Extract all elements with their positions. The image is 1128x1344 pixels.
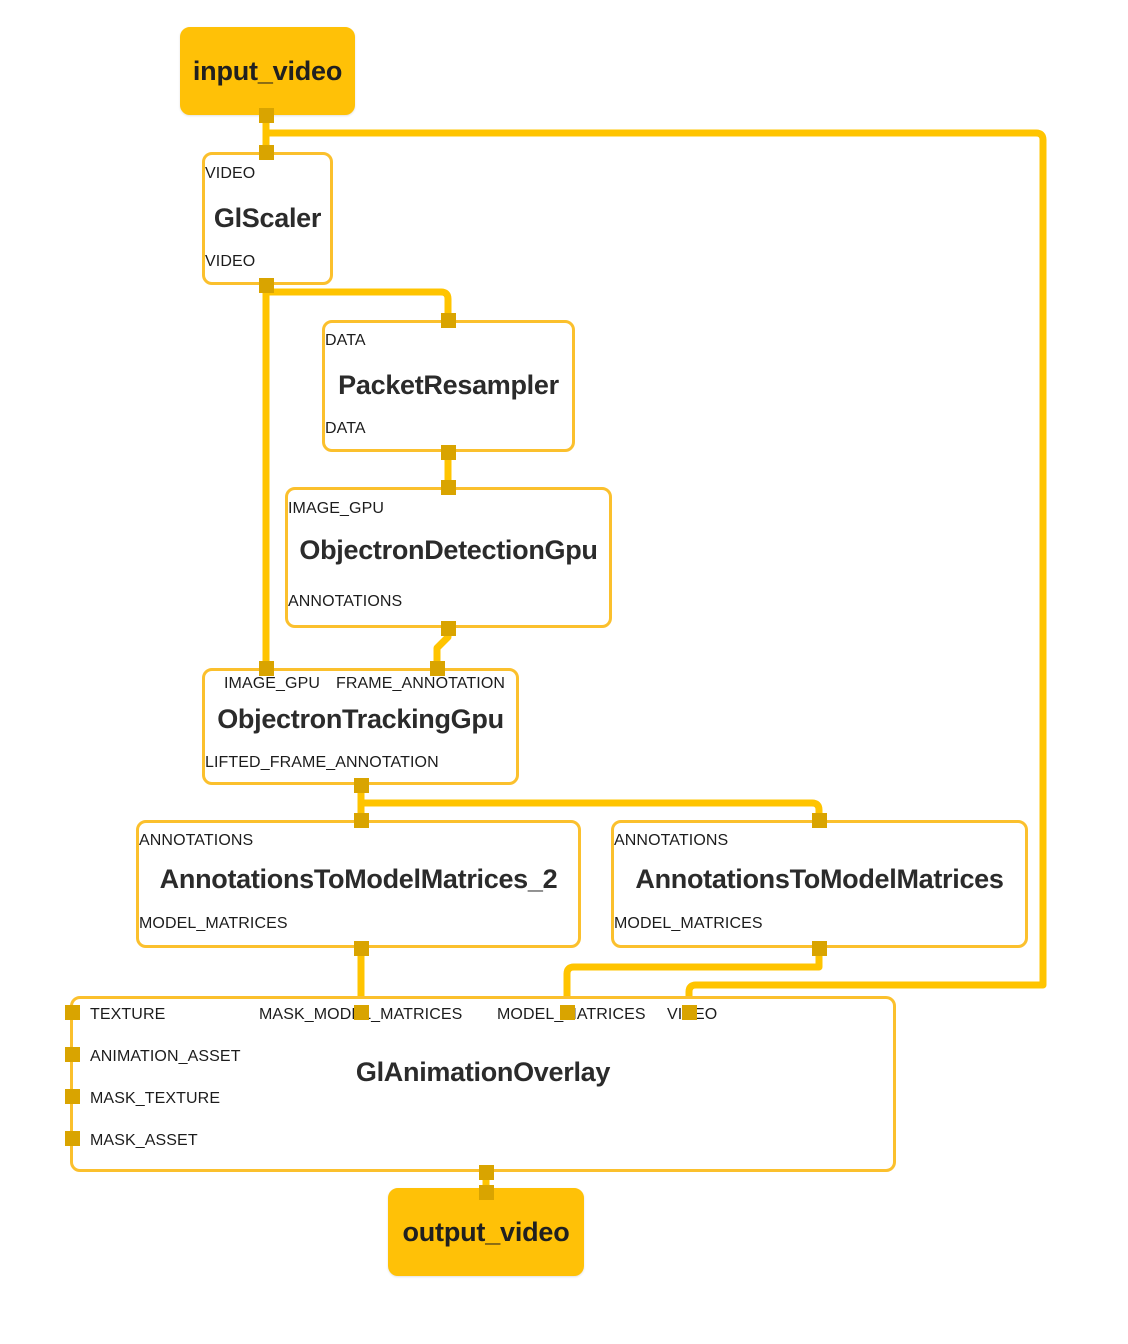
port-atmm2-out-model-matrices[interactable] [354,941,369,956]
port-atmm-out-model-matrices[interactable] [812,941,827,956]
port-label-gao-in-mask-texture: MASK_TEXTURE [90,1090,221,1107]
calculator-node-objectrontrackinggpu[interactable]: IMAGE_GPU FRAME_ANNOTATION ObjectronTrac… [202,668,519,785]
port-label-glscaler-in-video: VIDEO [205,165,256,182]
calculator-node-objectrondetectiongpu[interactable]: IMAGE_GPU ObjectronDetectionGpu ANNOTATI… [285,487,612,628]
calculator-node-glanimationoverlay[interactable]: TEXTURE ANIMATION_ASSET MASK_TEXTURE MAS… [70,996,896,1172]
port-label-atmm-out-model-matrices: MODEL_MATRICES [614,915,763,932]
port-label-atmm2-in-annotations: ANNOTATIONS [139,832,254,849]
port-objectrontrackinggpu-in-image-gpu[interactable] [259,661,274,676]
edge-objectrontrackinggpu-to-atmm [361,799,823,820]
port-glscaler-out-video[interactable] [259,278,274,293]
port-label-objectrondetectiongpu-out-annotations: ANNOTATIONS [288,593,403,610]
port-label-gao-in-texture: TEXTURE [90,1006,166,1023]
port-objectrontrackinggpu-in-frame-annotation[interactable] [430,661,445,676]
calculator-node-packetresampler-title: PacketResampler [338,370,559,400]
port-label-objectrontrackinggpu-out-lifted: LIFTED_FRAME_ANNOTATION [205,754,439,771]
port-label-packetresampler-in-data: DATA [325,332,366,349]
port-glscaler-in-video[interactable] [259,145,274,160]
calculator-node-objectrontrackinggpu-title: ObjectronTrackingGpu [217,704,504,734]
calculator-node-annotationstomodelmatrices-title: AnnotationsToModelMatrices [635,864,1004,894]
port-label-gao-in-mask-asset: MASK_ASSET [90,1132,198,1149]
port-gao-in-mask-asset[interactable] [65,1131,80,1146]
calculator-node-annotationstomodelmatrices[interactable]: ANNOTATIONS AnnotationsToModelMatrices M… [611,820,1028,948]
calculator-node-glanimationoverlay-title: GlAnimationOverlay [355,1057,611,1087]
port-gao-in-video[interactable] [682,1005,697,1020]
port-packetresampler-in-data[interactable] [441,313,456,328]
port-label-glscaler-out-video: VIDEO [205,253,256,270]
port-label-gao-in-animation-asset: ANIMATION_ASSET [90,1048,241,1065]
stream-node-output-video[interactable]: output_video [388,1188,584,1276]
port-gao-in-mask-model-matrices[interactable] [354,1005,369,1020]
calculator-node-glscaler[interactable]: VIDEO GlScaler VIDEO [202,152,333,285]
port-gao-in-model-matrices[interactable] [560,1005,575,1020]
port-objectrontrackinggpu-out-lifted[interactable] [354,778,369,793]
calculator-node-annotationstomodelmatrices-2-title: AnnotationsToModelMatrices_2 [159,864,558,894]
port-gao-in-animation-asset[interactable] [65,1047,80,1062]
stream-node-input-video[interactable]: input_video [180,27,355,115]
port-label-objectrondetectiongpu-in-image-gpu: IMAGE_GPU [288,500,385,517]
port-atmm-in-annotations[interactable] [812,813,827,828]
calculator-node-objectrondetectiongpu-title: ObjectronDetectionGpu [299,535,598,565]
stream-node-output-video-label: output_video [402,1216,570,1247]
port-label-packetresampler-out-data: DATA [325,420,366,437]
edge-glscaler-to-packetresampler [266,288,452,320]
port-gao-out-video[interactable] [479,1165,494,1180]
stream-node-input-video-label: input_video [192,55,343,86]
port-packetresampler-out-data[interactable] [441,445,456,460]
port-input-video-out[interactable] [259,108,274,123]
calculator-node-glscaler-title: GlScaler [213,203,322,233]
port-gao-in-texture[interactable] [65,1005,80,1020]
port-label-atmm2-out-model-matrices: MODEL_MATRICES [139,915,288,932]
port-label-atmm-in-annotations: ANNOTATIONS [614,832,729,849]
port-objectrondetectiongpu-out-annotations[interactable] [441,621,456,636]
port-atmm2-in-annotations[interactable] [354,813,369,828]
port-label-objectrontrackinggpu-in-frame-annotation: FRAME_ANNOTATION [336,675,506,692]
port-label-objectrontrackinggpu-in-image-gpu: IMAGE_GPU [224,675,321,692]
port-objectrondetectiongpu-in-image-gpu[interactable] [441,480,456,495]
port-gao-in-mask-texture[interactable] [65,1089,80,1104]
calculator-node-annotationstomodelmatrices-2[interactable]: ANNOTATIONS AnnotationsToModelMatrices_2… [136,820,581,948]
calculator-node-packetresampler[interactable]: DATA PacketResampler DATA [322,320,575,452]
port-output-video-in[interactable] [479,1185,494,1200]
